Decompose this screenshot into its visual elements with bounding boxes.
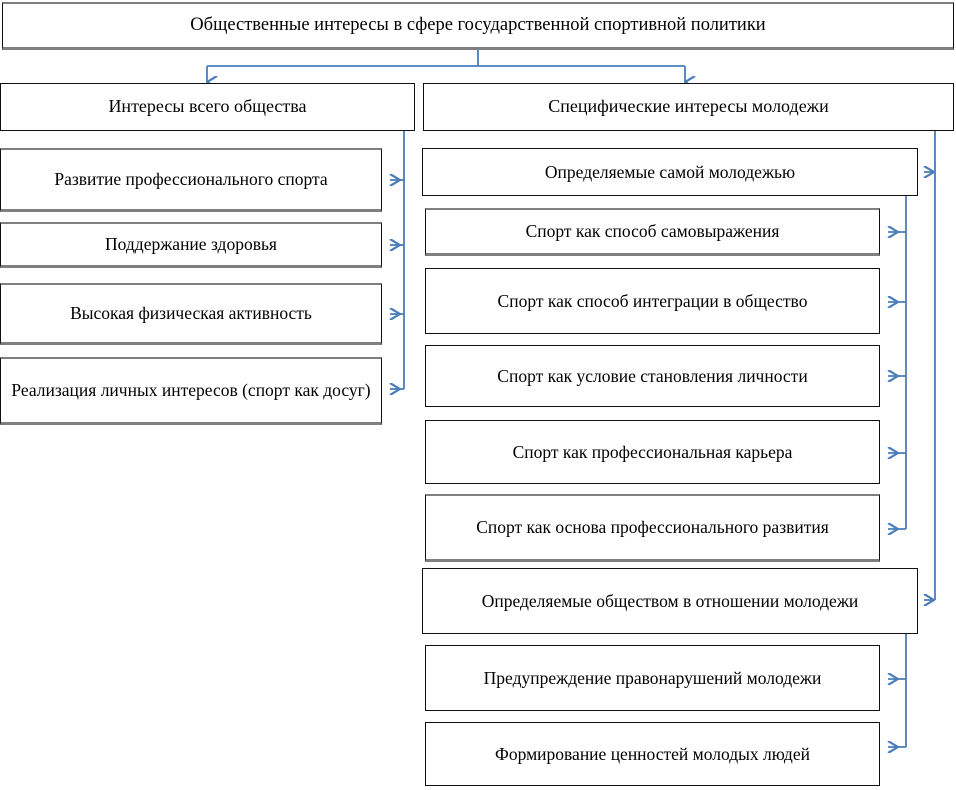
youth-self-item-2: Спорт как способ интеграции в общество bbox=[425, 268, 880, 334]
branch-youth-box: Специфические интересы молодежи bbox=[423, 83, 954, 131]
society-item-2-label: Поддержание здоровья bbox=[105, 234, 277, 255]
society-item-3-label: Высокая физическая активность bbox=[70, 303, 312, 324]
society-item-4: Реализация личных интересов (спорт как д… bbox=[0, 357, 382, 425]
branch-youth-label: Специфические интересы молодежи bbox=[548, 96, 829, 117]
youth-self-header-label: Определяемые самой молодежью bbox=[544, 161, 796, 182]
youth-self-item-4: Спорт как профессиональная карьера bbox=[425, 420, 880, 484]
youth-self-header-box: Определяемые самой молодежью bbox=[422, 148, 918, 196]
youth-society-item-2-label: Формирование ценностей молодых людей bbox=[495, 743, 810, 764]
branch-society-label: Интересы всего общества bbox=[108, 96, 307, 117]
youth-society-header-box: Определяемые обществом в отношении молод… bbox=[422, 568, 918, 634]
youth-self-item-3: Спорт как условие становления личности bbox=[425, 345, 880, 407]
youth-society-item-1: Предупреждение правонарушений молодежи bbox=[425, 645, 880, 711]
youth-society-item-2: Формирование ценностей молодых людей bbox=[425, 722, 880, 786]
society-item-4-label: Реализация личных интересов (спорт как д… bbox=[11, 380, 371, 401]
youth-self-item-2-label: Спорт как способ интеграции в общество bbox=[497, 290, 808, 311]
society-item-3: Высокая физическая активность bbox=[0, 283, 382, 345]
youth-self-item-5: Спорт как основа профессионального разви… bbox=[425, 494, 880, 562]
youth-society-header-label: Определяемые обществом в отношении молод… bbox=[481, 590, 859, 611]
youth-self-item-5-label: Спорт как основа профессионального разви… bbox=[476, 517, 829, 538]
youth-society-item-1-label: Предупреждение правонарушений молодежи bbox=[483, 667, 822, 688]
youth-self-item-1: Спорт как способ самовыражения bbox=[425, 208, 880, 256]
youth-self-item-1-label: Спорт как способ самовыражения bbox=[525, 221, 780, 242]
branch-society-box: Интересы всего общества bbox=[0, 83, 415, 131]
youth-self-item-3-label: Спорт как условие становления личности bbox=[497, 365, 808, 386]
society-item-1-label: Развитие профессионального спорта bbox=[54, 169, 328, 190]
society-item-1: Развитие профессионального спорта bbox=[0, 148, 382, 212]
youth-self-item-4-label: Спорт как профессиональная карьера bbox=[512, 441, 793, 462]
society-item-2: Поддержание здоровья bbox=[0, 222, 382, 268]
title-label: Общественные интересы в сфере государств… bbox=[190, 14, 766, 35]
title-box: Общественные интересы в сфере государств… bbox=[2, 2, 954, 50]
